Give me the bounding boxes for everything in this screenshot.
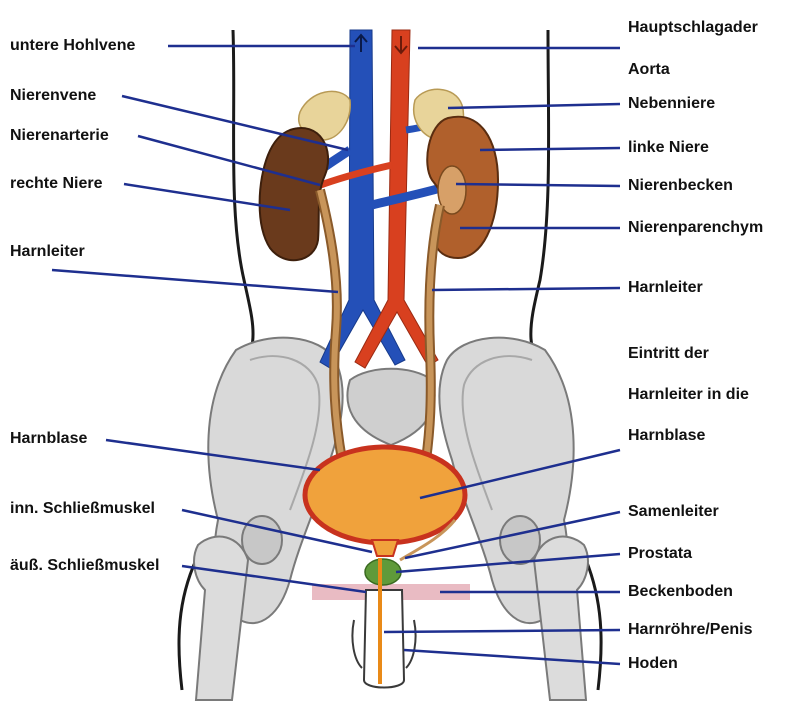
testes-right — [406, 620, 416, 668]
label-nierenvene: Nierenvene — [10, 87, 96, 105]
body-outline — [586, 560, 601, 690]
label-hoden: Hoden — [628, 655, 678, 673]
prostate — [365, 559, 401, 585]
penis — [364, 590, 404, 688]
leader-nebenniere — [448, 104, 620, 108]
leader-harnroehre — [384, 630, 620, 632]
label-linke-niere: linke Niere — [628, 139, 709, 157]
label-inn-schliessmuskel: inn. Schließmuskel — [10, 500, 155, 518]
leader-harnleiter-right — [432, 288, 620, 290]
label-harnleiter-left: Harnleiter — [10, 243, 85, 261]
label-nierenarterie: Nierenarterie — [10, 127, 109, 145]
label-harnleiter-right: Harnleiter — [628, 279, 703, 297]
label-rechte-niere: rechte Niere — [10, 175, 103, 193]
sacrum — [347, 369, 434, 445]
label-aorta: Aorta — [628, 61, 670, 79]
label-harnblase-left: Harnblase — [10, 430, 87, 448]
label-aeuss-schliessmuskel: äuß. Schließmuskel — [10, 557, 159, 575]
label-nebenniere: Nebenniere — [628, 95, 715, 113]
renal-vein-left — [372, 186, 448, 205]
leader-linke-niere — [480, 148, 620, 150]
bladder — [305, 447, 465, 543]
femur-left — [194, 537, 248, 700]
label-beckenboden: Beckenboden — [628, 583, 733, 601]
label-nierenparenchym: Nierenparenchym — [628, 219, 763, 237]
label-nierenbecken: Nierenbecken — [628, 177, 733, 195]
body-outline — [179, 560, 196, 690]
body-outline — [228, 30, 253, 390]
leader-hoden — [404, 650, 620, 664]
label-eintritt-line3: Harnblase — [628, 427, 705, 445]
leader-harnleiter-left — [52, 270, 338, 292]
label-prostata: Prostata — [628, 545, 692, 563]
testes-left — [352, 620, 362, 668]
label-eintritt-line2: Harnleiter in die — [628, 386, 749, 404]
body-outline — [531, 30, 552, 390]
label-harnroehre: Harnröhre/Penis — [628, 621, 752, 639]
label-hauptschlagader: Hauptschlagader — [628, 19, 758, 37]
label-untere-hohlvene: untere Hohlvene — [10, 37, 135, 55]
label-eintritt-line1: Eintritt der — [628, 345, 709, 363]
label-samenleiter: Samenleiter — [628, 503, 719, 521]
bladder-neck — [372, 540, 398, 556]
